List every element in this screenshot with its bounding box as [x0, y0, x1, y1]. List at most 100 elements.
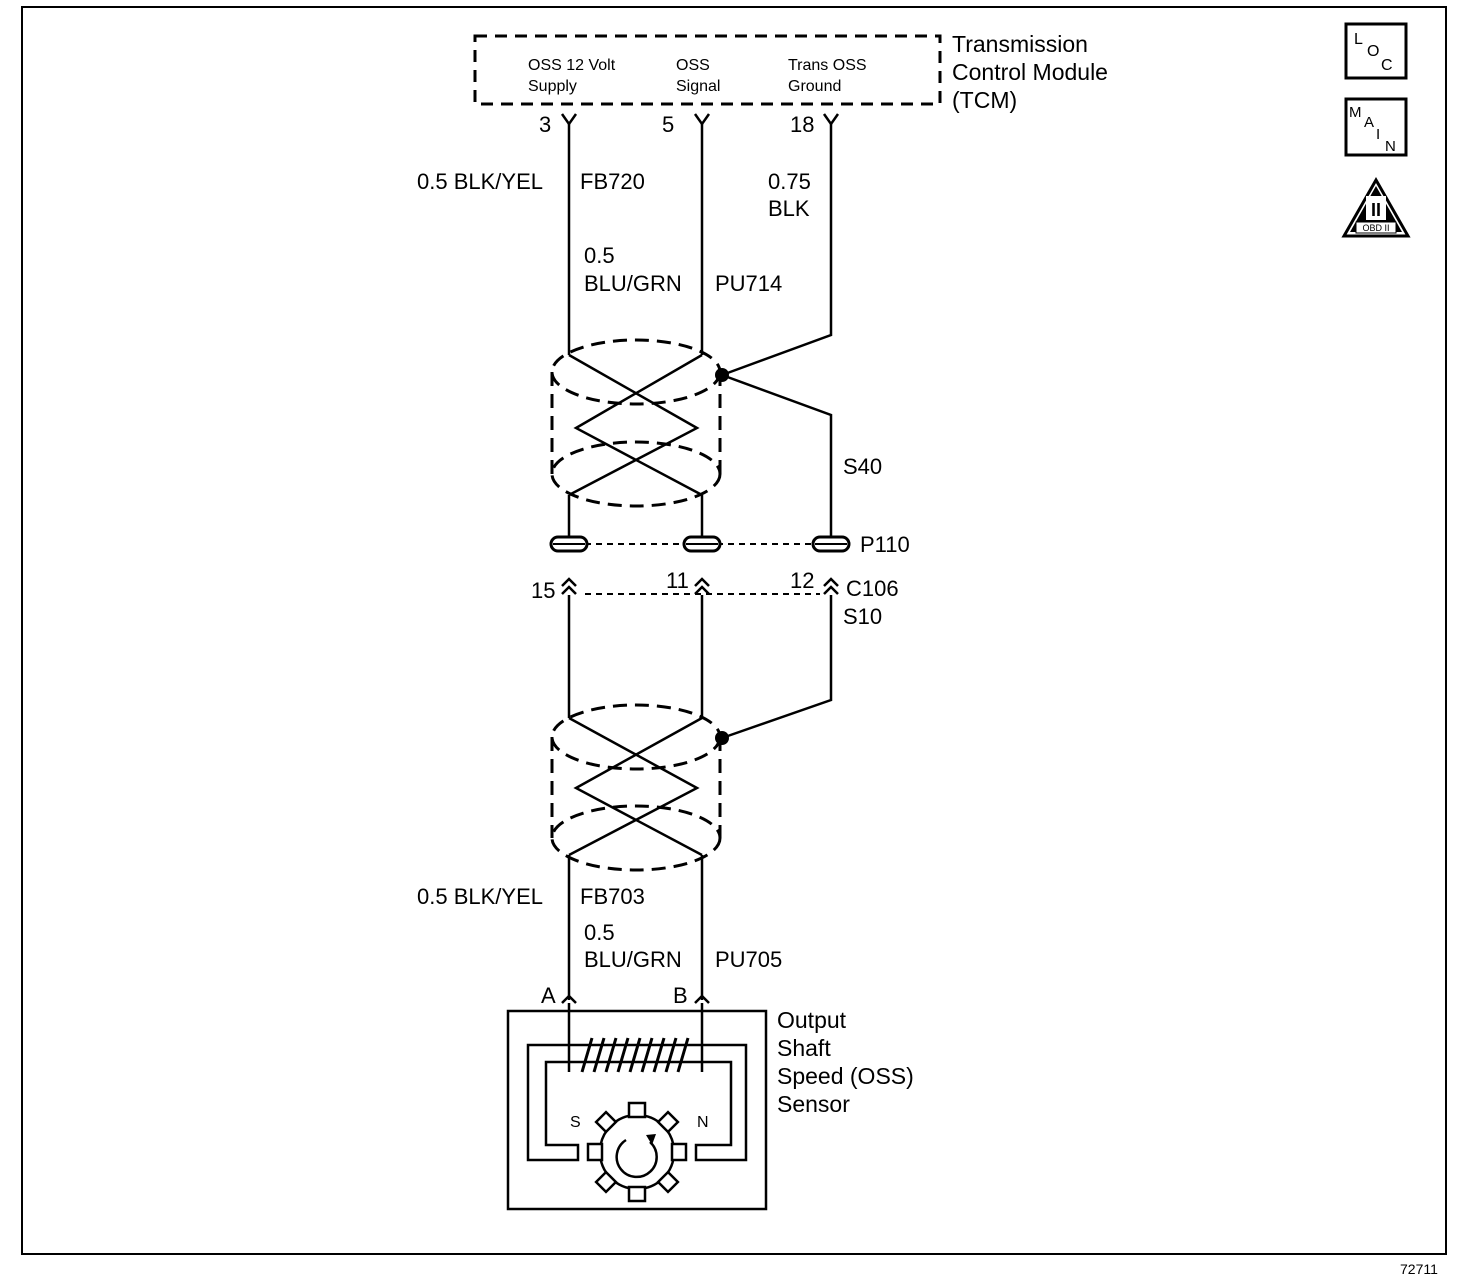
sensor-pin-b: B: [673, 983, 688, 1008]
pole-s-label: S: [570, 1114, 581, 1131]
wire-drain-s10: [721, 595, 833, 740]
sensor-housing: [506, 1009, 768, 1211]
tcm-dashed-box: [473, 34, 942, 106]
wire-pu705-circuit: PU705: [715, 947, 782, 972]
tooth-bottom: [627, 1185, 647, 1203]
wire-fb720-gauge-color: 0.5 BLK/YEL: [417, 169, 543, 194]
main-badge-letter-n: N: [1385, 138, 1396, 155]
tooth-bottom-left: [594, 1170, 618, 1194]
wire-lines: [567, 124, 833, 1000]
tcm-pin-18-label-line1: Trans OSS: [788, 57, 867, 74]
terminal-3-symbol: [560, 113, 578, 127]
twist-lower-a: [568, 716, 700, 857]
wire-fb703-circuit: FB703: [580, 884, 645, 909]
oss-sensor: A B S N: [506, 983, 914, 1211]
tcm-pin-5-label-line1: OSS: [676, 57, 710, 74]
obd-ii-badge: II OBD II: [1341, 176, 1411, 238]
wire-pu714-circuit: PU714: [715, 271, 782, 296]
tcm-title-line2: Control Module: [952, 59, 1108, 85]
tcm-pin-number-18: 18: [790, 112, 814, 137]
shield-lower-top-ellipse: [550, 703, 722, 771]
tooth-bottom-right: [656, 1170, 680, 1194]
c106-label: C106: [846, 576, 899, 601]
coil-turn-6: [640, 1037, 654, 1073]
reluctor-teeth: [586, 1101, 688, 1203]
coil-windings: [580, 1037, 690, 1073]
loc-badge-letter-c: C: [1381, 57, 1393, 74]
reluctor-wheel: [586, 1101, 688, 1203]
c106-pin-15: 15: [531, 578, 555, 603]
obd-label-plate: [1355, 221, 1397, 234]
shield-upper-bottom-ellipse: [550, 440, 722, 508]
coil-turn-4: [616, 1037, 630, 1073]
obd-roman: II: [1371, 200, 1381, 220]
twist-upper-b: [573, 353, 703, 497]
figure-number: 72711: [1400, 1261, 1438, 1277]
sensor-title-line2: Shaft: [777, 1035, 831, 1061]
wire-ground-gauge: 0.75: [768, 169, 811, 194]
obd-label: OBD II: [1362, 223, 1389, 233]
main-badge-letter-a: A: [1364, 114, 1374, 131]
wire-drain-s40: [721, 373, 833, 540]
sensor-title-line1: Output: [777, 1007, 847, 1033]
coil-turn-2: [592, 1037, 606, 1073]
c106-pin-11-symbol: [694, 577, 710, 595]
wire-pu705-color: BLU/GRN: [584, 947, 682, 972]
tcm-module: OSS 12 Volt Supply OSS Signal Trans OSS …: [473, 31, 1108, 113]
coil-turn-5: [628, 1037, 642, 1073]
tcm-pin-3-label-line1: OSS 12 Volt: [528, 57, 616, 74]
shield-lower: [550, 703, 722, 872]
coil-turn-9: [676, 1037, 690, 1073]
splice-s10-label: S10: [843, 604, 882, 629]
sensor-title-line4: Sensor: [777, 1091, 850, 1117]
tooth-right: [670, 1142, 688, 1162]
wire-ground-color: BLK: [768, 196, 810, 221]
tcm-title-line1: Transmission: [952, 31, 1088, 57]
terminal-18-symbol: [822, 113, 840, 127]
tooth-top-left: [594, 1110, 618, 1134]
tcm-pin-18-label-line2: Ground: [788, 78, 841, 95]
wire-pu714-gauge: 0.5: [584, 243, 615, 268]
wire-pu705-gauge: 0.5: [584, 920, 615, 945]
wire-ground-blk: [721, 124, 833, 377]
twist-upper-a: [568, 353, 700, 497]
p110-label: P110: [860, 532, 910, 557]
pass-through-p110: P110: [549, 532, 910, 557]
terminal-5-symbol: [693, 113, 711, 127]
tcm-pin-number-3: 3: [539, 112, 551, 137]
pole-n-label: N: [697, 1114, 709, 1131]
coil-turn-8: [664, 1037, 678, 1073]
c106-pin-15-symbol: [561, 577, 577, 595]
loc-badge-frame: [1344, 22, 1408, 80]
shield-upper: [550, 338, 722, 508]
main-badge: M A I N: [1344, 97, 1408, 157]
sensor-pin-a: A: [541, 983, 556, 1008]
magnet-core: [526, 1043, 748, 1162]
main-badge-letter-m: M: [1349, 104, 1362, 121]
wire-pu714-color: BLU/GRN: [584, 271, 682, 296]
c106-pin-12-symbol: [823, 577, 839, 595]
tcm-pin-number-5: 5: [662, 112, 674, 137]
rotation-arrow-arc: [615, 1138, 658, 1179]
c106-pin-11: 11: [666, 568, 689, 593]
connector-c106: 15 11 12 C106: [531, 568, 899, 603]
wire-fb703-gauge-color: 0.5 BLK/YEL: [417, 884, 543, 909]
tcm-pin-3-label-line2: Supply: [528, 78, 577, 95]
shield-lower-bottom-ellipse: [550, 804, 722, 872]
diagram-frame: [21, 6, 1447, 1255]
splice-s40-label: S40: [843, 454, 882, 479]
wire-fb720-circuit: FB720: [580, 169, 645, 194]
tooth-left: [586, 1142, 604, 1162]
sensor-pin-a-symbol: [561, 994, 577, 1004]
c106-terminals: [561, 577, 839, 595]
sensor-title-line3: Speed (OSS): [777, 1063, 914, 1089]
tooth-top: [627, 1101, 647, 1119]
rotation-arrow-head: [646, 1134, 656, 1145]
loc-badge-letter-l: L: [1354, 31, 1363, 48]
main-badge-letter-i: I: [1376, 126, 1380, 143]
coil-turn-1: [580, 1037, 594, 1073]
coil-turn-7: [652, 1037, 666, 1073]
c106-pin-12: 12: [790, 568, 814, 593]
sensor-pin-b-symbol: [694, 994, 710, 1004]
